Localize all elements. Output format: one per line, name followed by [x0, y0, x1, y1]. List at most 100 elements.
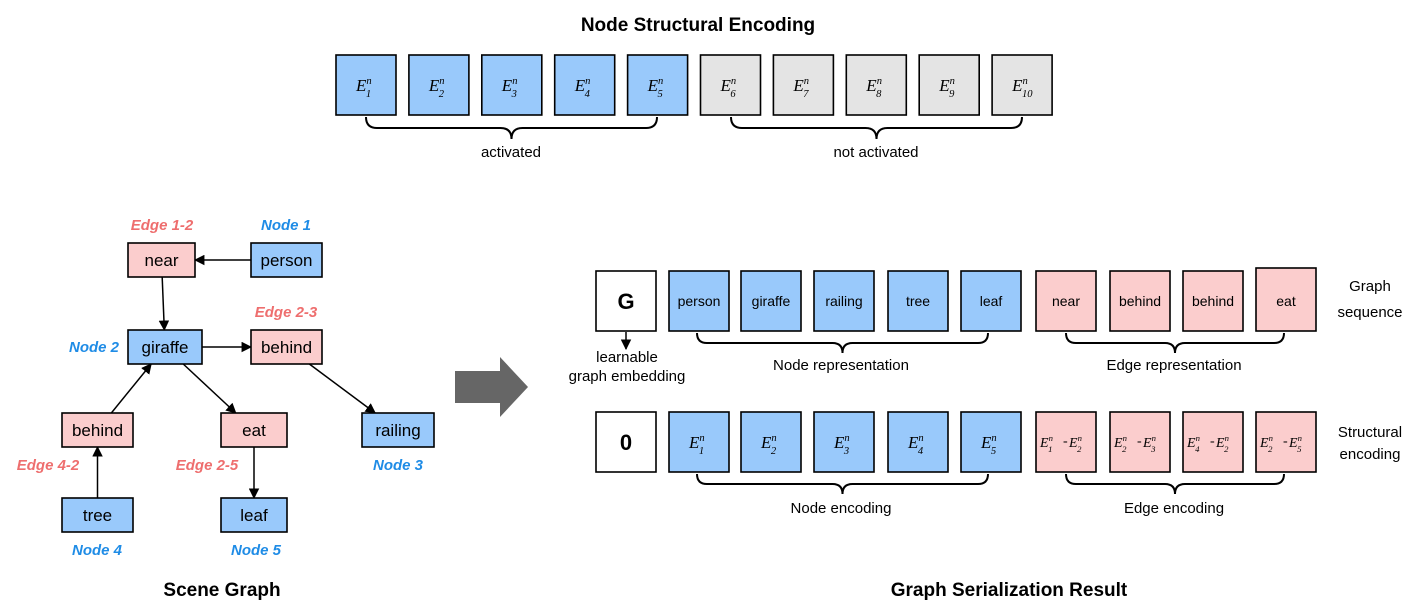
scene-graph-arrows [92, 254, 377, 500]
edge-encoding-label: Edge encoding [1124, 500, 1224, 517]
not-activated-label: not activated [833, 144, 918, 161]
edge-encoding-dash: - [1137, 434, 1142, 449]
graph-token-box [595, 270, 657, 332]
sequence-node-box [740, 270, 802, 332]
scene-node-tree: tree [61, 497, 134, 533]
sequence-edge-box [1035, 270, 1097, 332]
graph-serialization-title: Graph Serialization Result [891, 580, 1128, 601]
scene-arrow-near-to-giraffe [158, 276, 170, 332]
sequence-node-2: giraffe [740, 270, 802, 332]
zero-token-label: 0 [620, 430, 632, 455]
sequence-node-label: person [678, 293, 721, 309]
sequence-node-label: railing [825, 293, 862, 309]
scene-node-person: person [250, 242, 323, 278]
graph-token-note-line2: graph embedding [569, 368, 686, 385]
sequence-edge-box [1255, 267, 1317, 332]
sequence-edge-label: near [1052, 293, 1080, 309]
edge-encoding-box [1109, 411, 1171, 473]
edge-encoding-box [1035, 411, 1097, 473]
zero-token-box [595, 411, 657, 473]
scene-box-label: near [144, 251, 178, 270]
sequence-node-label: leaf [980, 293, 1003, 309]
top-encoding-rect [699, 54, 762, 116]
scene-tag-near: Edge 1-2 [131, 217, 194, 234]
sequence-node-box [960, 270, 1022, 332]
sequence-node-box [887, 270, 949, 332]
scene-box-label: eat [242, 421, 266, 440]
graph-token-label: G [617, 289, 634, 314]
scene-box-label: behind [261, 338, 312, 357]
graph-token: G [595, 270, 657, 332]
top-encoding-rect [408, 54, 470, 116]
top-encoding-rect [553, 54, 616, 116]
sequence-edge-2: behind [1109, 270, 1171, 332]
scene-box-label: tree [83, 506, 112, 525]
sequence-node-1: person [668, 270, 730, 332]
scene-box-label: leaf [240, 506, 268, 525]
scene-box-label: person [261, 251, 313, 270]
sequence-node-box [813, 270, 875, 332]
sequence-node-box [668, 270, 730, 332]
scene-box [250, 242, 323, 278]
sequence-edge-label: behind [1192, 293, 1234, 309]
scene-tag-leaf: Node 5 [231, 542, 282, 559]
node-encoding-brace [696, 473, 989, 495]
top-encoding-rect [772, 54, 835, 116]
top-encoding-rect [480, 54, 543, 116]
node-encoding-box [668, 411, 730, 473]
sequence-edge-1: near [1035, 270, 1097, 332]
top-encoding-rect [335, 54, 397, 116]
top-encoding-rect [845, 54, 908, 116]
scene-box-label: behind [72, 421, 123, 440]
node-representation-brace [696, 332, 989, 354]
scene-tag-giraffe: Node 2 [69, 339, 120, 356]
edge-encoding-box [1182, 411, 1244, 473]
scene-graph-title: Scene Graph [163, 580, 280, 601]
scene-arrow-giraffe-to-eat [182, 363, 237, 414]
scene-box [220, 497, 288, 533]
top-encoding-rect [626, 54, 689, 116]
graph-token-note-line1: learnable [596, 349, 658, 366]
edge-representation-label: Edge representation [1106, 357, 1241, 374]
scene-node-giraffe: giraffe [127, 329, 203, 365]
zero-token: 0 [595, 411, 657, 473]
scene-tag-behind_r: Edge 2-3 [255, 304, 318, 321]
scene-tag-eat: Edge 2-5 [176, 457, 239, 474]
scene-tag-person: Node 1 [261, 217, 311, 234]
scene-tag-railing: Node 3 [373, 457, 424, 474]
sequence-edge-4: eat [1255, 267, 1317, 332]
not-activated-brace [730, 116, 1023, 140]
edge-representation-brace [1065, 332, 1285, 354]
scene-box [220, 412, 288, 448]
edge-encoding-box [1255, 411, 1317, 473]
